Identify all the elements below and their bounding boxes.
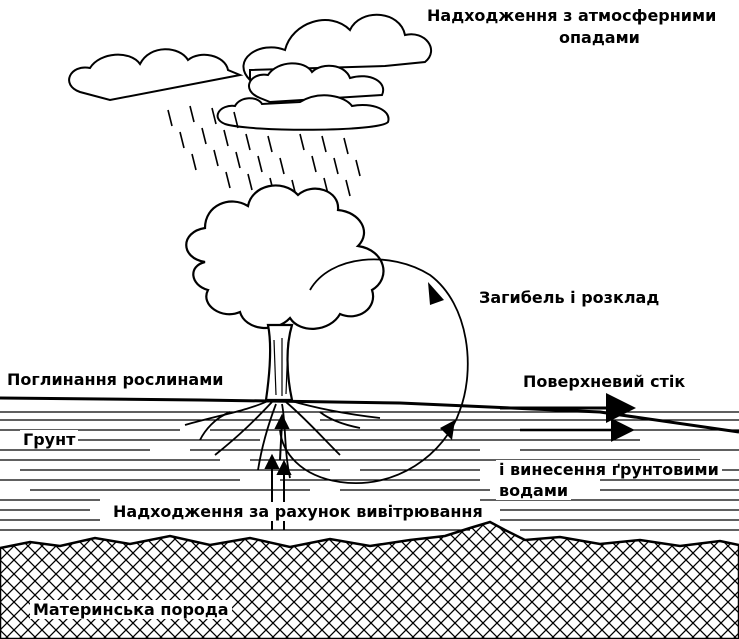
tree-canopy: [186, 185, 383, 328]
label-atmospheric-input-2: опадами: [556, 28, 643, 47]
label-bedrock: Материнська порода: [30, 600, 232, 619]
label-surface-runoff: Поверхневий стік: [520, 372, 688, 391]
tree-trunk: [266, 325, 292, 400]
cloud-upper: [69, 15, 431, 130]
label-soil: Грунт: [20, 430, 78, 449]
label-groundwater: і винесення ґрунтовими: [496, 460, 722, 479]
label-atmospheric-input: Надходження з атмосферними: [424, 6, 719, 25]
label-plant-uptake: Поглинання рослинами: [4, 370, 226, 389]
label-decay: Загибель і розклад: [476, 288, 662, 307]
decay-arrowhead-bottom: [440, 420, 455, 440]
label-weathering: Надходження за рахунок вивітрювання: [110, 502, 486, 521]
bedrock-layer: [0, 522, 739, 639]
label-groundwater-2: водами: [496, 481, 571, 500]
ground-surface: [0, 398, 739, 432]
